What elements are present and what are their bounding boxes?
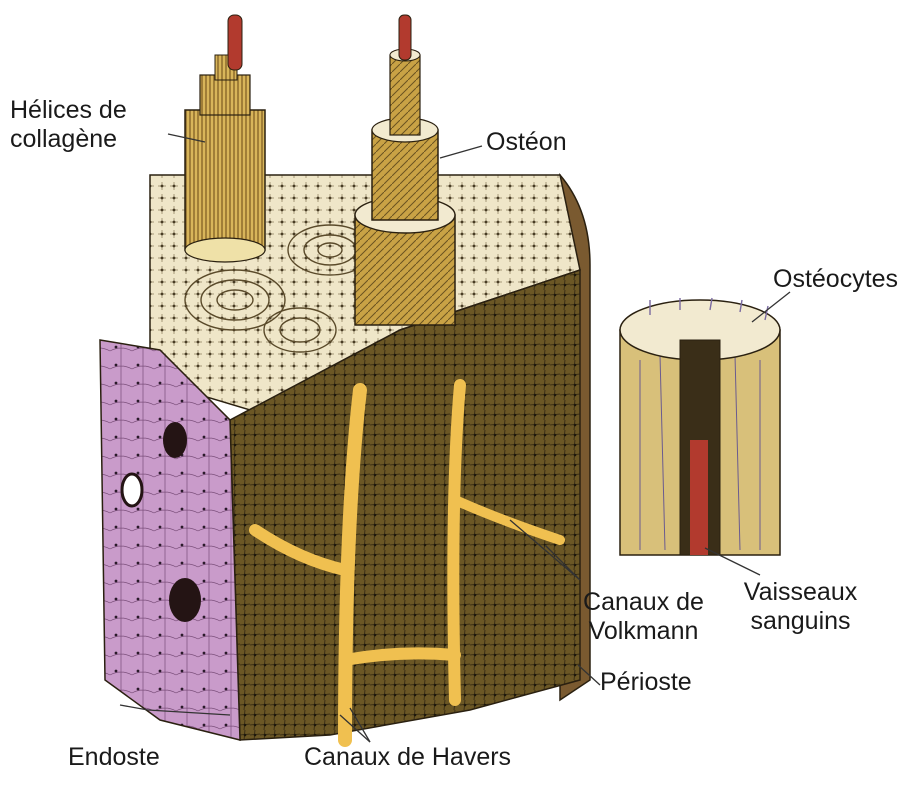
- label-canaux-volkmann: Canaux de Volkmann: [576, 588, 711, 646]
- label-helices-collagene: Hélices de collagène: [10, 96, 127, 154]
- label-canaux-havers: Canaux de Havers: [304, 743, 511, 772]
- collagen-helix-column: [185, 15, 265, 262]
- osteocyte-cylinder: [620, 298, 780, 555]
- label-osteon: Ostéon: [486, 128, 567, 157]
- label-osteocytes: Ostéocytes: [773, 265, 898, 294]
- leader-osteon: [440, 146, 482, 158]
- label-endoste: Endoste: [68, 743, 160, 772]
- label-perioste: Périoste: [600, 668, 692, 697]
- osteon-column: [355, 15, 455, 325]
- label-vaisseaux-sanguins: Vaisseaux sanguins: [738, 578, 863, 636]
